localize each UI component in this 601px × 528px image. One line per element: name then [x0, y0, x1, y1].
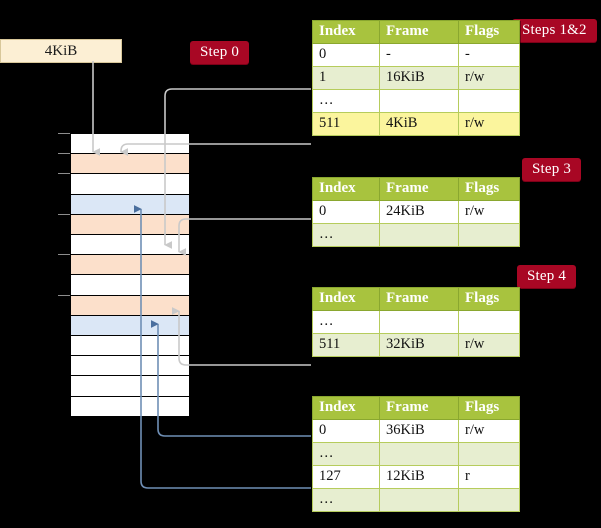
cell-frame: 12KiB — [379, 465, 459, 489]
frame-tick-mark — [58, 254, 70, 256]
column-header-frame: Frame — [379, 20, 459, 44]
cell-index: … — [312, 442, 380, 466]
arrow-step4 — [171, 307, 311, 366]
cell-frame — [379, 442, 459, 466]
cell-flags — [458, 442, 520, 466]
cell-frame — [379, 89, 459, 113]
cell-flags — [458, 310, 520, 334]
cell-frame: 24KiB — [379, 200, 459, 224]
column-header-frame: Frame — [379, 177, 459, 201]
memory-frame-row — [70, 335, 190, 357]
cell-frame: 32KiB — [379, 333, 459, 357]
cell-frame — [379, 223, 459, 247]
memory-frame-row — [70, 355, 190, 377]
page-table-row[interactable]: … — [312, 488, 520, 512]
cell-index: 511 — [312, 112, 380, 136]
cell-frame: 4KiB — [379, 112, 459, 136]
column-header-index: Index — [312, 287, 380, 311]
cell-frame: - — [379, 43, 459, 67]
memory-frame-row — [70, 375, 190, 397]
page-table-row[interactable]: … — [312, 310, 520, 334]
frame-tick-mark — [58, 173, 70, 175]
cell-index: 0 — [312, 419, 380, 443]
cell-index: … — [312, 223, 380, 247]
column-header-frame: Frame — [379, 396, 459, 420]
arrow-level1-entry0 — [172, 219, 311, 266]
column-header-index: Index — [312, 177, 380, 201]
cell-flags: r/w — [458, 419, 520, 443]
column-header-frame: Frame — [379, 287, 459, 311]
column-header-flags: Flags — [458, 177, 520, 201]
page-table-row[interactable]: … — [312, 442, 520, 466]
cell-index: … — [312, 488, 380, 512]
badge-step3: Step 3 — [522, 158, 582, 181]
cell-flags: r/w — [458, 112, 520, 136]
column-header-flags: Flags — [458, 396, 520, 420]
cell-index: 0 — [312, 200, 380, 224]
memory-frame-row — [70, 294, 190, 316]
frame-tick-mark — [58, 213, 70, 215]
frame-tick-mark — [58, 294, 70, 296]
arrow-step3 — [178, 218, 311, 256]
cell-index: 1 — [312, 66, 380, 90]
cell-flags: r/w — [458, 333, 520, 357]
cell-flags — [458, 488, 520, 512]
cell-index: 0 — [312, 43, 380, 67]
cell-flags: - — [458, 43, 520, 67]
cell-flags: r — [458, 465, 520, 489]
frame-tick-mark — [58, 133, 70, 134]
frame-tick-mark — [58, 153, 70, 155]
virtual-page-box: 4KiB — [0, 39, 122, 63]
column-header-flags: Flags — [458, 287, 520, 311]
cell-flags — [458, 223, 520, 247]
cell-index: … — [312, 89, 380, 113]
column-header-index: Index — [312, 20, 380, 44]
badge-step0: Step 0 — [190, 41, 250, 64]
badge-step4: Step 4 — [517, 265, 577, 288]
cell-frame — [379, 310, 459, 334]
memory-frame-row — [70, 153, 190, 175]
memory-frame-row — [70, 274, 190, 296]
cell-frame — [379, 488, 459, 512]
page-table-row[interactable]: 0-- — [312, 43, 520, 67]
page-table-row[interactable]: … — [312, 89, 520, 113]
memory-frame-row — [70, 213, 190, 235]
virtual-page-label: 4KiB — [44, 43, 78, 59]
memory-frame-row — [70, 254, 190, 276]
memory-frame-row — [70, 173, 190, 195]
physical-memory-column — [58, 133, 190, 417]
page-table-row[interactable]: … — [312, 223, 520, 247]
column-header-index: Index — [312, 396, 380, 420]
cell-flags: r/w — [458, 200, 520, 224]
cell-index: 511 — [312, 333, 380, 357]
cell-frame: 36KiB — [379, 419, 459, 443]
badge-steps12: Steps 1&2 — [512, 19, 597, 42]
cell-flags: r/w — [458, 66, 520, 90]
column-header-flags: Flags — [458, 20, 520, 44]
memory-frame-row — [70, 133, 190, 155]
memory-frame-row — [70, 395, 190, 417]
cell-frame: 16KiB — [379, 66, 459, 90]
memory-frame-row — [70, 193, 190, 215]
memory-frame-row — [70, 314, 190, 336]
cell-index: 127 — [312, 465, 380, 489]
cell-flags — [458, 89, 520, 113]
memory-frame-row — [70, 234, 190, 256]
cell-index: … — [312, 310, 380, 334]
arrow-level1-to-frame — [179, 247, 311, 254]
